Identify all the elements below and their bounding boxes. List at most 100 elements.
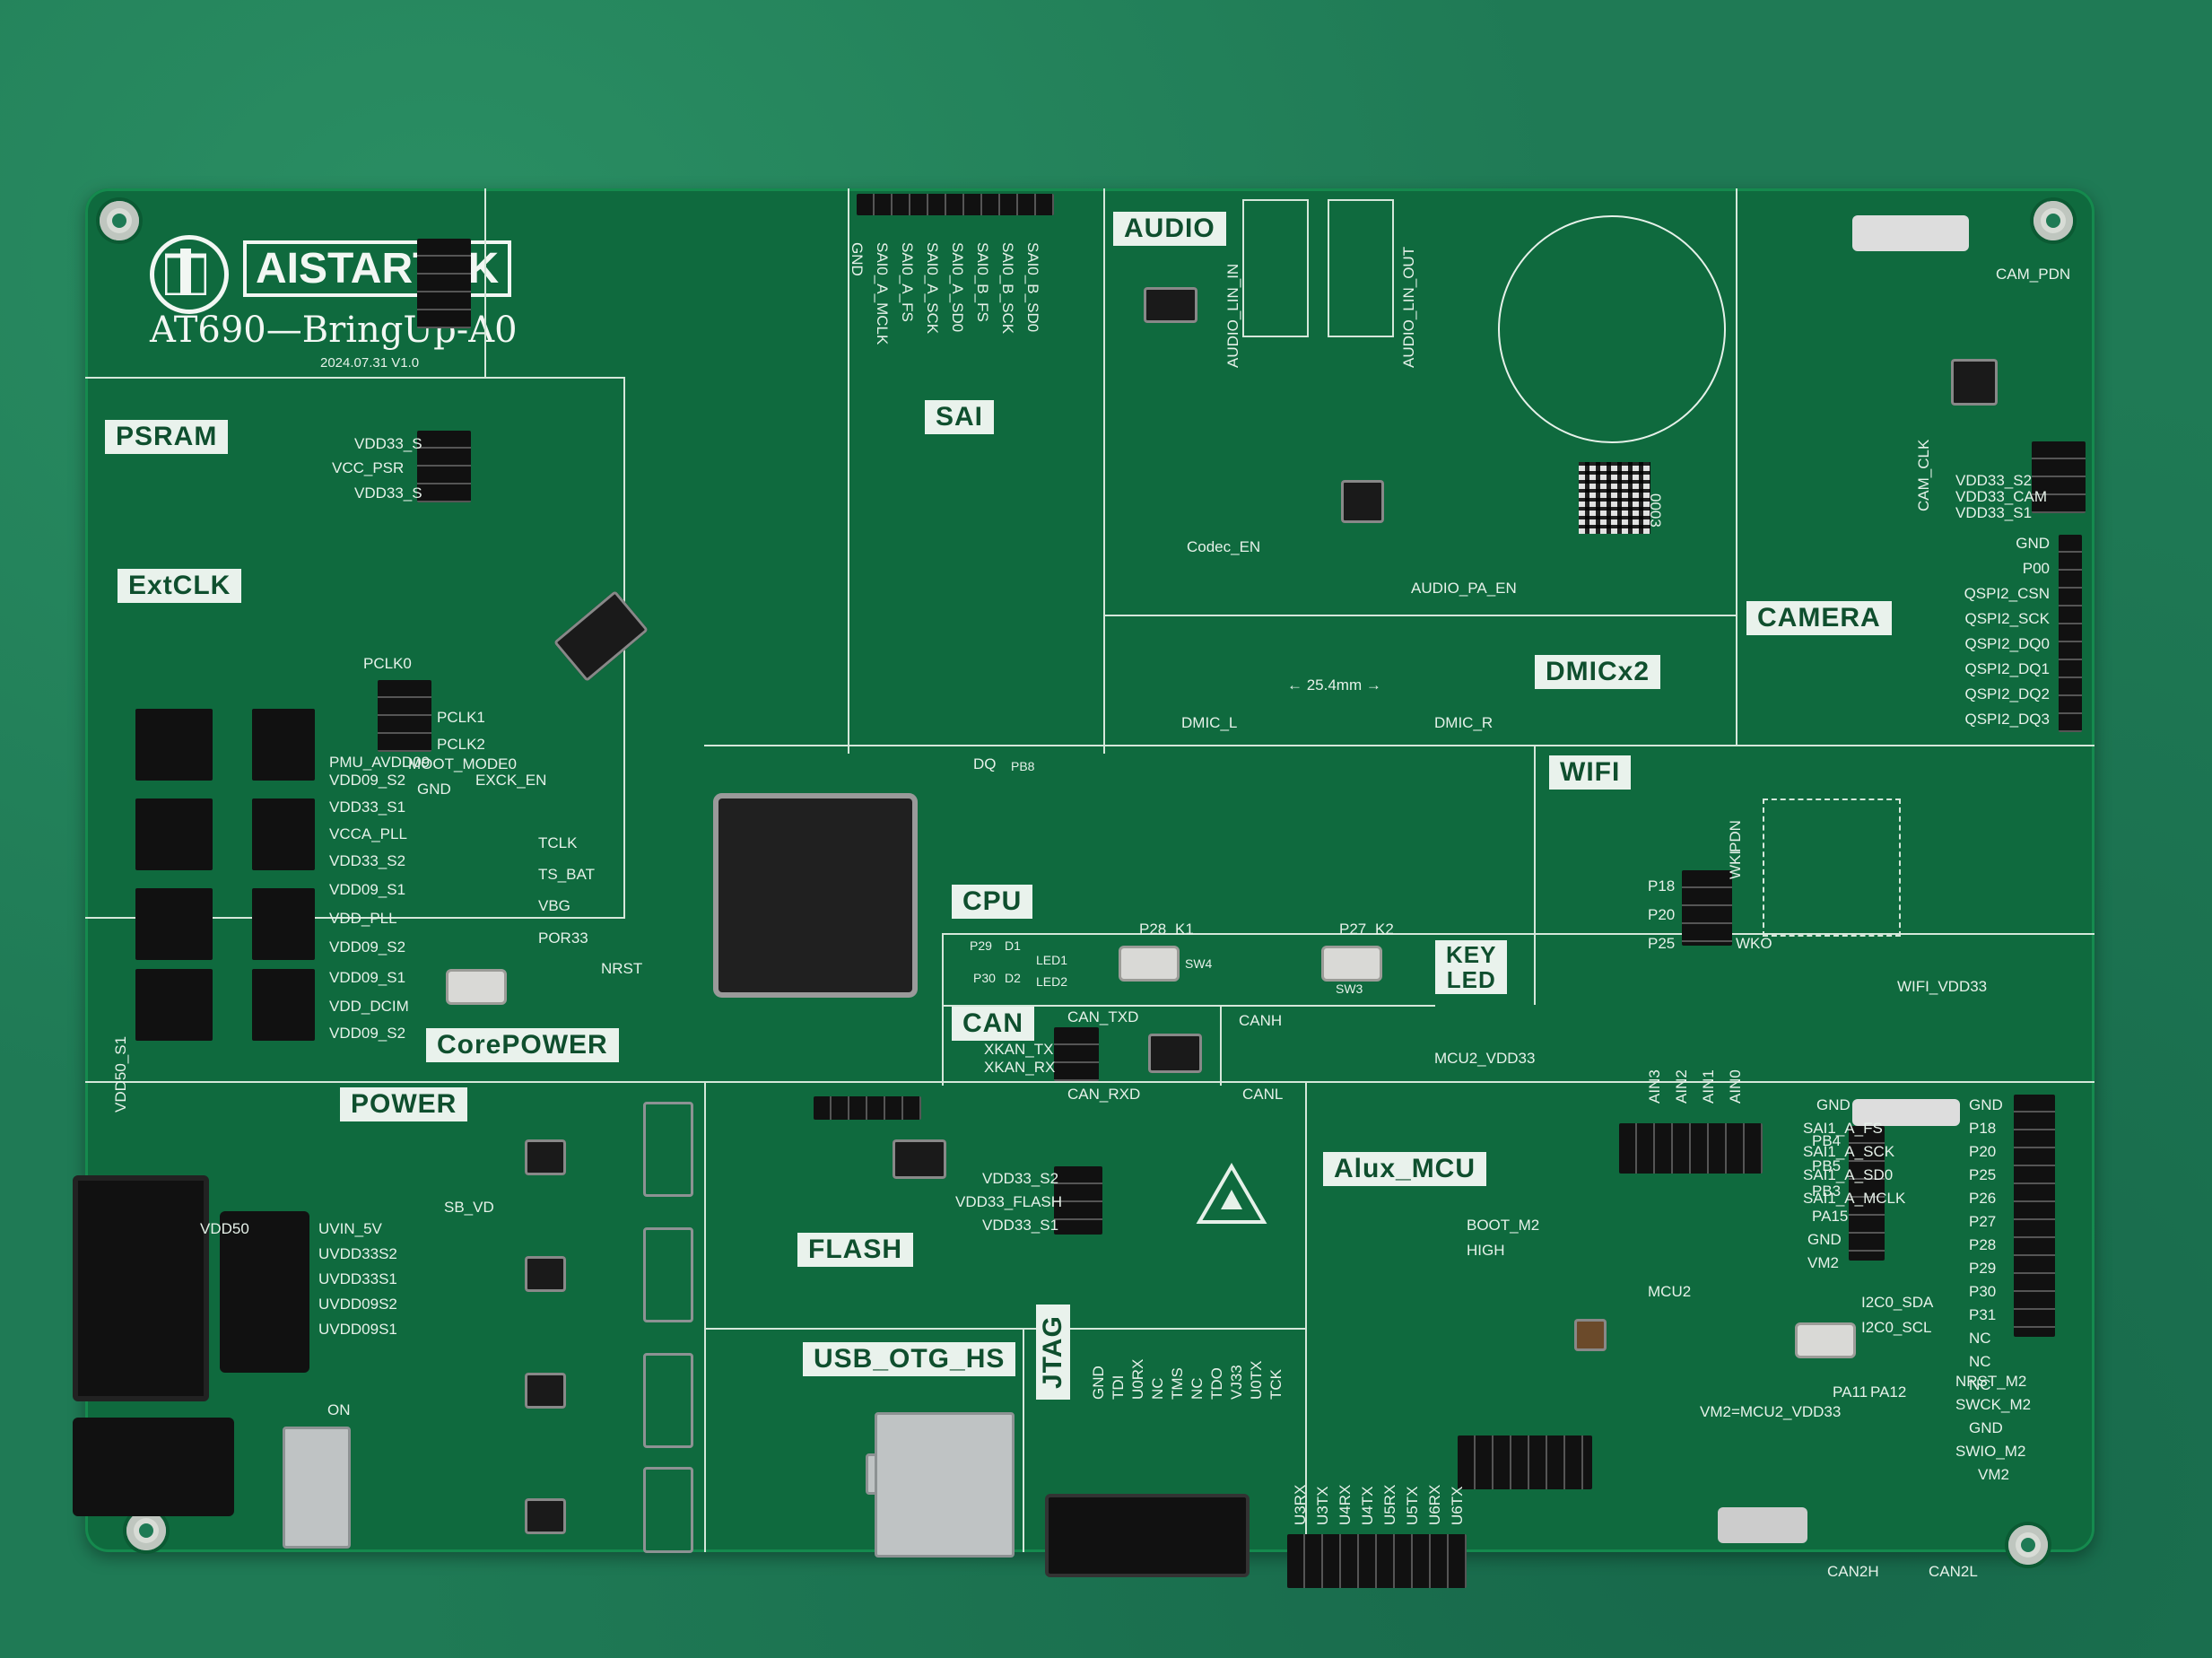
mcu-pin-header[interactable] [2014, 1095, 2055, 1337]
corepower-jumper[interactable] [135, 709, 213, 781]
power-test-terminal[interactable] [643, 1467, 693, 1553]
key-button-sw4[interactable] [1119, 946, 1180, 982]
pcb-board: AISTARTEK AT690—BringUp-A0 2024.07.31 V1… [73, 188, 2094, 1588]
mcu-misc-label: HIGH [1467, 1242, 1505, 1259]
corepower-jumper[interactable] [252, 798, 315, 870]
camera-fpc-connector[interactable] [1852, 215, 1969, 251]
camera-pin-label: P00 [2022, 560, 2050, 577]
camera-misc-label: VDD33_S2 [1955, 472, 2033, 489]
camera-fpc-connector[interactable] [1852, 1099, 1960, 1126]
mcu-misc-label: NRST_M2 [1955, 1373, 2027, 1390]
psram-pin-label: VDD33_S [354, 435, 422, 452]
codec-chip [1341, 480, 1384, 523]
power-jumpers[interactable] [220, 1211, 309, 1373]
mounting-hole [126, 1511, 166, 1550]
mcu-pin-label: PB3 [1812, 1182, 1842, 1200]
power-switch[interactable] [283, 1427, 351, 1549]
corepower-jumper[interactable] [252, 709, 315, 781]
camera-pin-label: GND [2016, 535, 2050, 552]
mcu-pin-header[interactable] [1849, 1126, 1885, 1261]
power-regulator-chip [525, 1256, 566, 1292]
reset-button[interactable] [446, 969, 507, 1005]
power-test-terminal[interactable] [643, 1227, 693, 1322]
uart-pin-label: U6TX [1449, 1486, 1466, 1525]
dmic-label: DMIC_R [1434, 714, 1494, 731]
key-button-sw3[interactable] [1321, 946, 1382, 982]
mcu-misc-label: AIN3 [1646, 1069, 1663, 1104]
mcu2-chip [1574, 1319, 1607, 1351]
section-label-cpu: CPU [952, 885, 1033, 919]
can-jumper-header[interactable] [1054, 1027, 1099, 1081]
corepower-jumper[interactable] [252, 969, 315, 1041]
sai-pin-label: SAI0_A_FS [899, 242, 916, 322]
power-label: UVDD33S1 [318, 1270, 397, 1287]
sai-pin-label: SAI0_A_SCK [924, 242, 941, 335]
mcu-button-sw2[interactable] [1795, 1322, 1856, 1358]
speaker-outline [1498, 215, 1726, 443]
jtag-connector[interactable] [1045, 1494, 1250, 1577]
corepower-label: VDD09_S1 [329, 881, 406, 898]
mcu-pin-label: NC [1969, 1353, 1991, 1370]
sai-pin-label: SAI0_B_SCK [999, 242, 1016, 335]
flash-pin-header[interactable] [814, 1096, 921, 1120]
divider [1103, 615, 1736, 616]
audio-jack-in[interactable] [1242, 199, 1309, 337]
mcu-misc-label: PA12 [1870, 1383, 1907, 1401]
can-label: CANH [1239, 1012, 1283, 1029]
section-label-psram: PSRAM [105, 420, 229, 454]
camera-bridge-chip [1951, 359, 1998, 406]
corepower-jumper[interactable] [135, 888, 213, 960]
jtag-pin-label: GND [1090, 1366, 1107, 1400]
section-label-key-led: KEY LED [1435, 940, 1508, 994]
audio-label: AUDIO_LIN_OUT [1400, 246, 1417, 368]
can-transceiver-chip [1148, 1034, 1202, 1073]
wifi-label: WKO [1736, 935, 1772, 952]
corepower-jumper[interactable] [252, 888, 315, 960]
mcu-pin-label: P18 [1969, 1120, 1997, 1137]
mcu-pin-label: SAI1_A_FS [1803, 1120, 1883, 1137]
divider [1103, 188, 1105, 754]
audio-jack-out[interactable] [1328, 199, 1394, 337]
dc-barrel-jack[interactable] [73, 1418, 234, 1516]
pclk-jumper-header[interactable] [378, 680, 431, 752]
cpu-label: LED1 [1036, 953, 1068, 967]
divider [1534, 745, 1536, 1005]
divider [942, 1005, 1435, 1007]
cpu-label: D2 [1005, 971, 1021, 985]
psram-jumper-header[interactable] [417, 431, 471, 502]
power-test-terminal[interactable] [643, 1102, 693, 1197]
sai-pin-header[interactable] [857, 194, 1054, 215]
corepower-label: VCCA_PLL [329, 825, 407, 842]
power-test-terminal[interactable] [643, 1353, 693, 1448]
ain-pin-header[interactable] [1619, 1123, 1763, 1174]
power-label: SB_VD [444, 1199, 494, 1216]
uart-pin-label: U4RX [1337, 1484, 1354, 1525]
camera-pin-header[interactable] [2059, 535, 2082, 732]
cpu-label: SW4 [1185, 956, 1213, 971]
power-box-header[interactable] [73, 1175, 209, 1401]
corepower-label: PCLK0 [363, 655, 412, 672]
divider [942, 933, 944, 1086]
can-label: CAN_TXD [1067, 1008, 1139, 1025]
mcu-usb-connector[interactable] [1718, 1507, 1807, 1543]
usb-a-port[interactable] [875, 1412, 1015, 1558]
divider [704, 1081, 706, 1552]
cpu-label: K1 [1175, 921, 1194, 938]
pa-pin-header[interactable] [1458, 1435, 1592, 1489]
flash-jumper-header[interactable] [1054, 1166, 1102, 1235]
qr-code [1579, 462, 1650, 534]
wifi-jumper-header[interactable] [1682, 870, 1732, 946]
sd-jumper-header[interactable] [417, 239, 471, 328]
mcu-pin-label: SAI1_A_SCK [1803, 1143, 1895, 1160]
divider [1736, 188, 1737, 745]
wifi-label: PDN [1727, 820, 1744, 852]
corepower-jumper[interactable] [135, 969, 213, 1041]
camera-pin-label: QSPI2_DQ3 [1964, 711, 2051, 728]
jtag-pin-label: TDI [1110, 1374, 1127, 1400]
camera-jumper-header[interactable] [2032, 441, 2086, 513]
jtag-pin-label: NC [1189, 1377, 1206, 1400]
corepower-jumper[interactable] [135, 798, 213, 870]
power-regulator-chip [525, 1139, 566, 1175]
uart-pin-header[interactable] [1287, 1534, 1467, 1588]
cpu-label: D1 [1005, 938, 1021, 953]
